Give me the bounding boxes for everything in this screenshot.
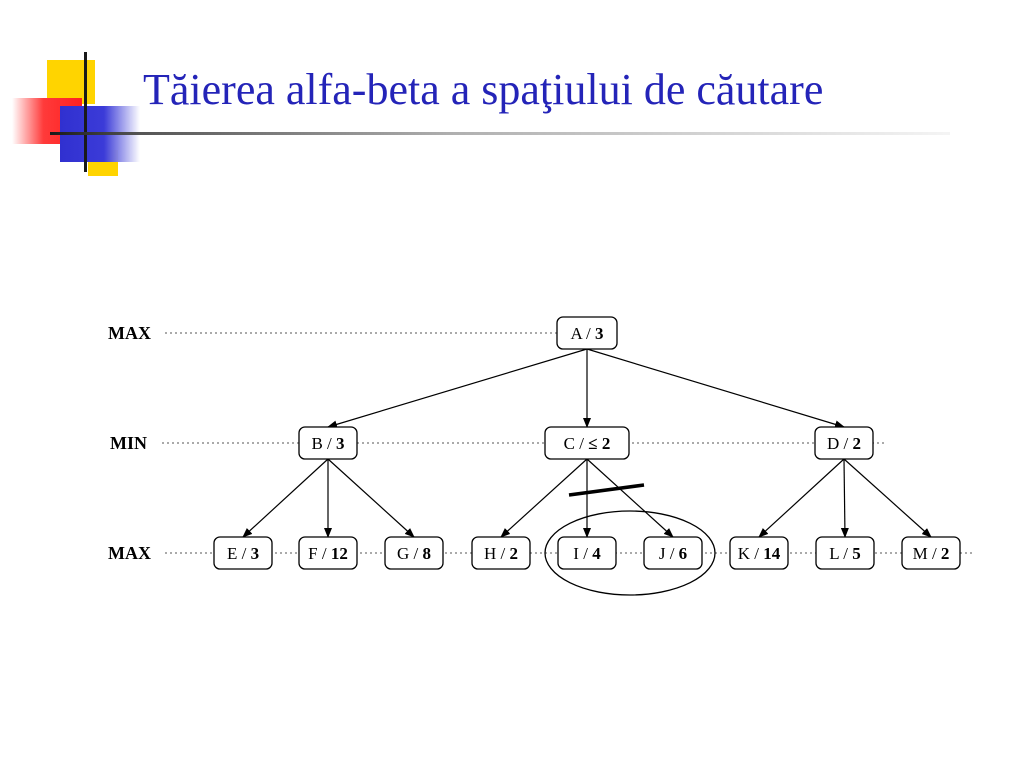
- node-G: G / 8: [384, 536, 444, 570]
- node-box: [729, 536, 789, 570]
- edge-A-B: [327, 348, 588, 429]
- node-H: H / 2: [471, 536, 531, 570]
- edge-D-L: [840, 458, 849, 538]
- edge-D-M: [843, 458, 932, 538]
- node-name: L: [829, 544, 839, 563]
- node-value: 3: [251, 544, 260, 563]
- node-value: 8: [423, 544, 432, 563]
- node-separator: /: [323, 434, 336, 453]
- node-name: C: [564, 434, 575, 453]
- node-box: [643, 536, 703, 570]
- node-separator: /: [839, 434, 852, 453]
- node-value: 12: [331, 544, 348, 563]
- node-separator: /: [496, 544, 509, 563]
- node-separator: /: [237, 544, 250, 563]
- node-separator: /: [839, 544, 852, 563]
- node-B: B / 3: [298, 426, 358, 460]
- prune-cut-mark: [568, 483, 645, 497]
- node-F: F / 12: [298, 536, 358, 570]
- edge-B-G: [327, 458, 415, 538]
- title-underline: [50, 132, 950, 135]
- node-label: I / 4: [573, 544, 601, 563]
- node-E: E / 3: [213, 536, 273, 570]
- node-D: D / 2: [814, 426, 874, 460]
- node-label: C / ≤ 2: [564, 434, 611, 453]
- node-name: J: [659, 544, 666, 563]
- node-name: I: [573, 544, 579, 563]
- edge-A-D: [586, 348, 845, 429]
- decor-vertical-line: [84, 52, 87, 172]
- node-name: K: [738, 544, 751, 563]
- node-K: K / 14: [729, 536, 789, 570]
- node-label: K / 14: [738, 544, 781, 563]
- node-name: E: [227, 544, 237, 563]
- node-label: L / 5: [829, 544, 861, 563]
- node-box: [298, 426, 358, 460]
- node-value: 2: [510, 544, 519, 563]
- node-name: D: [827, 434, 839, 453]
- node-name: B: [311, 434, 322, 453]
- slide-title: Tăierea alfa-beta a spaţiului de căutare: [143, 65, 824, 114]
- edge-C-H: [500, 458, 588, 538]
- node-label: J / 6: [659, 544, 687, 563]
- node-box: [544, 426, 630, 460]
- node-label: F / 12: [308, 544, 348, 563]
- node-value: 4: [592, 544, 601, 563]
- edge-B-E: [242, 458, 329, 538]
- node-box: [557, 536, 617, 570]
- node-value: 2: [941, 544, 950, 563]
- node-value: ≤ 2: [588, 434, 610, 453]
- node-box: [815, 536, 875, 570]
- node-value: 5: [852, 544, 861, 563]
- node-separator: /: [579, 544, 592, 563]
- node-J: J / 6: [643, 536, 703, 570]
- node-value: 14: [763, 544, 781, 563]
- level-label-max: MAX: [108, 543, 151, 563]
- node-value: 2: [853, 434, 862, 453]
- edge-D-K: [758, 458, 845, 538]
- node-M: M / 2: [901, 536, 961, 570]
- node-L: L / 5: [815, 536, 875, 570]
- node-name: A: [570, 324, 583, 343]
- node-box: [384, 536, 444, 570]
- node-name: H: [484, 544, 496, 563]
- node-value: 3: [336, 434, 345, 453]
- node-box: [901, 536, 961, 570]
- node-I: I / 4: [557, 536, 617, 570]
- level-label-max: MAX: [108, 323, 151, 343]
- node-value: 6: [679, 544, 688, 563]
- edge-C-J: [586, 458, 674, 538]
- node-label: M / 2: [913, 544, 950, 563]
- level-label-min: MIN: [110, 433, 147, 453]
- node-box: [556, 316, 618, 350]
- node-box: [471, 536, 531, 570]
- node-label: G / 8: [397, 544, 431, 563]
- node-separator: /: [750, 544, 763, 563]
- node-label: E / 3: [227, 544, 259, 563]
- node-label: B / 3: [311, 434, 344, 453]
- node-name: G: [397, 544, 409, 563]
- node-separator: /: [318, 544, 331, 563]
- node-separator: /: [665, 544, 678, 563]
- node-separator: /: [582, 324, 595, 343]
- node-separator: /: [575, 434, 588, 453]
- node-separator: /: [928, 544, 941, 563]
- node-box: [298, 536, 358, 570]
- node-value: 3: [595, 324, 604, 343]
- node-C: C / ≤ 2: [544, 426, 630, 460]
- node-label: A / 3: [570, 324, 603, 343]
- node-label: D / 2: [827, 434, 861, 453]
- node-name: F: [308, 544, 317, 563]
- node-box: [814, 426, 874, 460]
- node-box: [213, 536, 273, 570]
- node-name: M: [913, 544, 928, 563]
- decor-yellow-square: [47, 60, 95, 104]
- node-separator: /: [409, 544, 422, 563]
- pruned-subtree-ellipse: [544, 510, 716, 596]
- node-A: A / 3: [556, 316, 618, 350]
- node-label: H / 2: [484, 544, 518, 563]
